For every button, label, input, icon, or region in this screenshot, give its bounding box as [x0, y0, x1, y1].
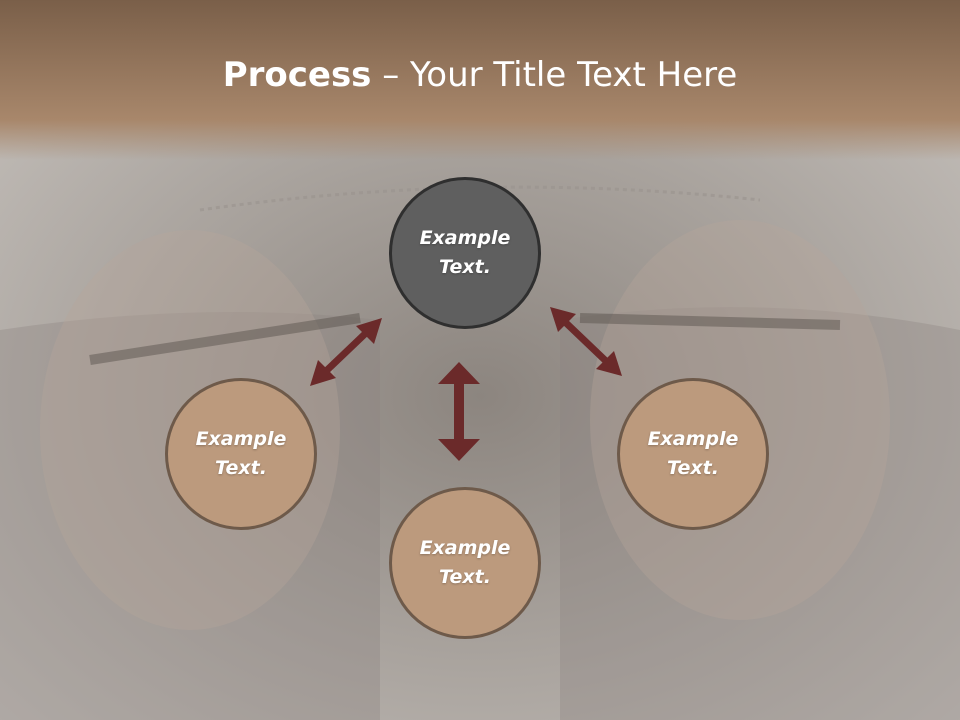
double-arrow-vertical [438, 362, 480, 461]
node-text-line2: Text. [215, 457, 267, 479]
node-text-line1: Example [195, 428, 287, 450]
double-arrow-left [310, 318, 382, 386]
node-text-line2: Text. [439, 566, 491, 588]
node-text-line2: Text. [667, 457, 719, 479]
node-text-line1: Example [419, 227, 511, 249]
node-text-line1: Example [647, 428, 739, 450]
title-bold: Process [222, 55, 372, 95]
node-text-line2: Text. [439, 256, 491, 278]
double-arrow-right [550, 307, 622, 376]
title-rest: – Your Title Text Here [371, 55, 738, 95]
slide-title: Process – Your Title Text Here [0, 52, 960, 98]
node-text-line1: Example [419, 537, 511, 559]
